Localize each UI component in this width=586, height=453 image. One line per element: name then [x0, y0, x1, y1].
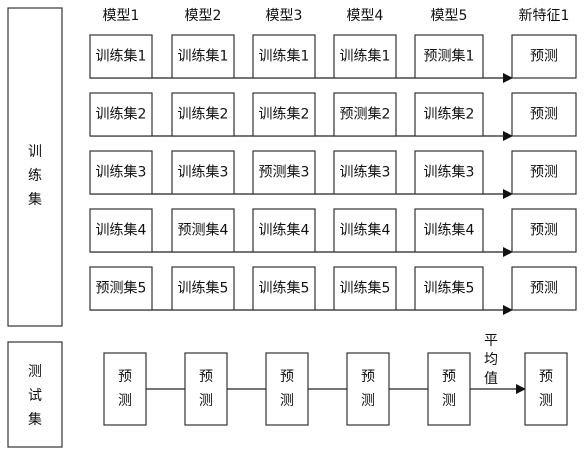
cell-label-r4-c6: 预测: [530, 223, 558, 239]
column-header-6: 新特征1: [519, 8, 570, 24]
cell-label-r5-c4: 训练集5: [340, 280, 391, 297]
cell-box-r3-c1: [89, 150, 153, 195]
test-prediction-char: 预: [199, 369, 213, 385]
test-prediction-char: 测: [118, 393, 132, 409]
cell-box-r3-c6: [511, 150, 577, 195]
column-header-3: 模型3: [266, 8, 303, 24]
test-prediction-box-6: [524, 352, 568, 426]
cell-label-r3-c5: 训练集3: [424, 164, 475, 181]
test-set-label-char: 试: [28, 388, 42, 404]
cell-box-r3-c3: [252, 150, 316, 195]
cell-box-r3-c5: [414, 150, 484, 195]
cell-label-r3-c6: 预测: [530, 165, 558, 181]
test-prediction-char: 测: [199, 393, 213, 409]
test-prediction-char: 预: [361, 369, 375, 385]
test-set-label-char: 测: [28, 364, 42, 380]
cell-label-r2-c1: 训练集2: [96, 106, 147, 123]
cell-box-r4-c4: [333, 208, 397, 253]
test-prediction-char: 测: [442, 393, 456, 409]
test-prediction-box-3: [265, 352, 309, 426]
cell-label-r4-c2: 预测集4: [178, 222, 229, 239]
cell-label-r3-c3: 预测集3: [259, 164, 310, 181]
test-prediction-box-4: [346, 352, 390, 426]
cell-box-r4-c6: [511, 208, 577, 253]
cell-label-r2-c5: 训练集2: [424, 106, 475, 123]
test-set-label-char: 集: [28, 411, 42, 428]
column-header-1: 模型1: [103, 8, 140, 24]
cell-label-r5-c6: 预测: [530, 281, 558, 297]
test-set-label-box: [7, 341, 63, 448]
cell-box-r2-c1: [89, 92, 153, 137]
column-header-2: 模型2: [185, 8, 222, 24]
cell-label-r3-c1: 训练集3: [96, 164, 147, 181]
cell-box-r1-c1: [89, 34, 153, 79]
cell-box-r4-c1: [89, 208, 153, 253]
cell-label-r1-c4: 训练集1: [340, 48, 391, 65]
test-prediction-box-1: [103, 352, 147, 426]
test-prediction-char: 测: [361, 393, 375, 409]
cell-box-r5-c4: [333, 266, 397, 311]
column-header-4: 模型4: [347, 8, 384, 24]
cell-box-r5-c2: [171, 266, 235, 311]
test-prediction-char: 测: [280, 393, 294, 409]
average-label-char: 平: [484, 333, 498, 349]
cell-label-r1-c2: 训练集1: [178, 48, 229, 65]
train-set-label-char: 集: [28, 191, 42, 208]
cell-label-r1-c6: 预测: [530, 49, 558, 65]
cell-label-r4-c3: 训练集4: [259, 222, 310, 239]
cell-box-r4-c3: [252, 208, 316, 253]
test-prediction-char: 预: [539, 369, 553, 385]
train-set-label-box: [7, 7, 63, 327]
average-label-char: 值: [484, 371, 498, 387]
cell-box-r4-c5: [414, 208, 484, 253]
cell-box-r3-c4: [333, 150, 397, 195]
cell-box-r3-c2: [171, 150, 235, 195]
test-prediction-box-5: [427, 352, 471, 426]
cell-box-r1-c6: [511, 34, 577, 79]
cell-box-r4-c2: [171, 208, 235, 253]
cell-box-r2-c5: [414, 92, 484, 137]
cell-box-r5-c1: [89, 266, 153, 311]
test-prediction-char: 预: [442, 369, 456, 385]
cell-label-r5-c5: 训练集5: [424, 280, 475, 297]
cell-box-r1-c5: [414, 34, 484, 79]
cell-label-r1-c3: 训练集1: [259, 48, 310, 65]
cell-label-r2-c6: 预测: [530, 107, 558, 123]
cell-label-r4-c5: 训练集4: [424, 222, 475, 239]
cell-label-r3-c4: 训练集3: [340, 164, 391, 181]
column-header-5: 模型5: [431, 8, 468, 24]
cell-label-r2-c2: 训练集2: [178, 106, 229, 123]
cell-label-r3-c2: 训练集3: [178, 164, 229, 181]
cell-box-r2-c3: [252, 92, 316, 137]
cell-label-r4-c4: 训练集4: [340, 222, 391, 239]
train-set-label-char: 训: [28, 144, 42, 160]
cell-label-r5-c2: 训练集5: [178, 280, 229, 297]
test-prediction-char: 测: [539, 393, 553, 409]
test-prediction-char: 预: [280, 369, 294, 385]
average-label-char: 均: [484, 352, 498, 368]
cell-label-r2-c3: 训练集2: [259, 106, 310, 123]
cell-label-r5-c1: 预测集5: [96, 280, 147, 297]
cell-box-r2-c2: [171, 92, 235, 137]
cell-box-r1-c2: [171, 34, 235, 79]
cell-label-r1-c5: 预测集1: [424, 48, 475, 65]
cell-box-r5-c3: [252, 266, 316, 311]
cell-box-r5-c5: [414, 266, 484, 311]
test-prediction-char: 预: [118, 369, 132, 385]
cell-box-r1-c4: [333, 34, 397, 79]
test-prediction-box-2: [184, 352, 228, 426]
cell-box-r5-c6: [511, 266, 577, 311]
cell-box-r2-c4: [333, 92, 397, 137]
cell-label-r1-c1: 训练集1: [96, 48, 147, 65]
cell-label-r2-c4: 预测集2: [340, 106, 391, 123]
train-set-label-char: 练: [28, 168, 42, 184]
cell-box-r2-c6: [511, 92, 577, 137]
cell-box-r1-c3: [252, 34, 316, 79]
cell-label-r5-c3: 训练集5: [259, 280, 310, 297]
cell-label-r4-c1: 训练集4: [96, 222, 147, 239]
